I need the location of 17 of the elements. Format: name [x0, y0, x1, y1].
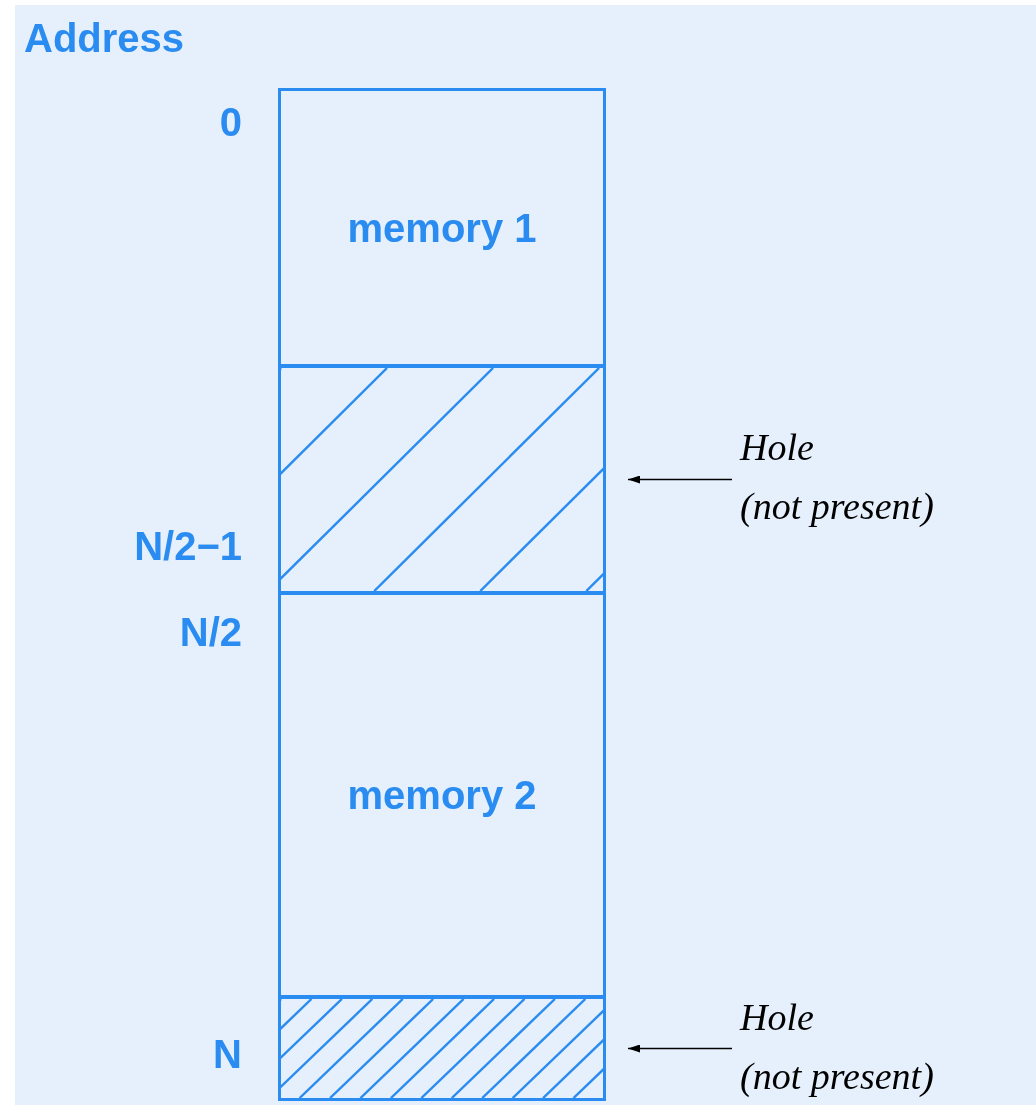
- address-label: 0: [218, 99, 242, 146]
- memory-label: memory 1: [347, 204, 537, 252]
- arrow: [627, 475, 733, 484]
- memory-block: [278, 88, 606, 367]
- address-label: N: [212, 1031, 242, 1078]
- note-text: Hole: [740, 995, 814, 1040]
- hatched-memory-hole-box: [278, 365, 606, 594]
- memory-block: [278, 592, 606, 998]
- note-text: Hole: [740, 425, 814, 470]
- arrow: [627, 1044, 733, 1053]
- note-text: (not present): [740, 1053, 934, 1099]
- note-text: (not present): [740, 483, 934, 529]
- address-label: N/2−1: [133, 523, 242, 570]
- memory-label: memory 2: [347, 772, 537, 819]
- address-label: N/2: [178, 609, 242, 656]
- axis-title: Address: [24, 15, 186, 62]
- hatched-memory-hole-box: [278, 996, 606, 1101]
